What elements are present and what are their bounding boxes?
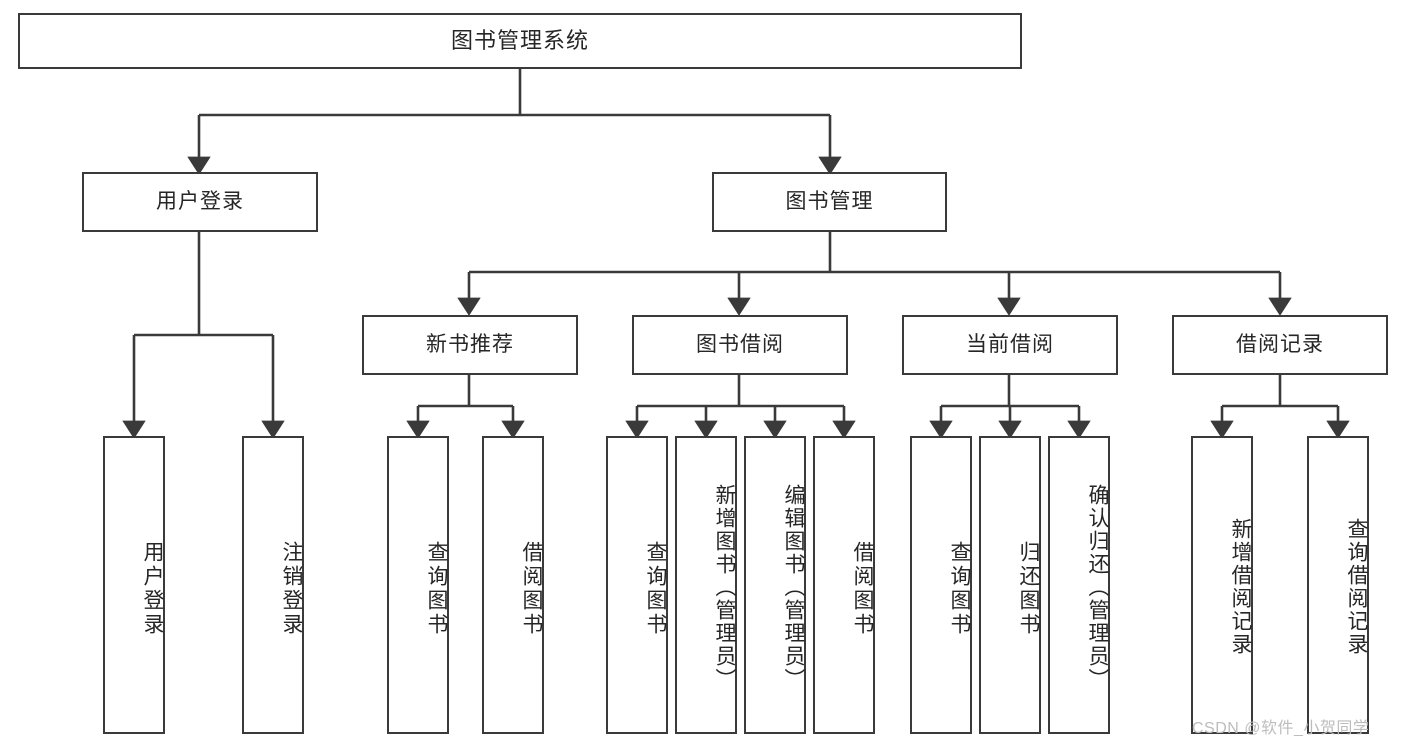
node-label: 用户登录 xyxy=(141,541,164,637)
leaf-borrow-books[interactable]: 借阅图书 xyxy=(813,436,875,734)
node-label: 借阅图书 xyxy=(851,541,874,637)
node-label: 新增图书（管理员） xyxy=(713,483,736,691)
leaf-edit-book-admin[interactable]: 编辑图书（管理员） xyxy=(744,436,806,734)
node-borrowing-records[interactable]: 借阅记录 xyxy=(1172,315,1388,375)
node-label: 图书管理系统 xyxy=(450,27,589,53)
node-label: 编辑图书（管理员） xyxy=(782,483,805,691)
node-new-book-recommendation[interactable]: 新书推荐 xyxy=(362,315,578,375)
node-label: 新书推荐 xyxy=(426,333,514,357)
node-user-login[interactable]: 用户登录 xyxy=(82,172,318,232)
node-label: 借阅记录 xyxy=(1236,333,1324,357)
csdn-watermark: CSDN @软件_小贺同学 xyxy=(1192,720,1370,737)
node-label: 查询借阅记录 xyxy=(1345,518,1368,656)
node-label: 确认归还（管理员） xyxy=(1086,483,1109,691)
node-label: 新增借阅记录 xyxy=(1229,518,1252,656)
leaf-borrow-books-new[interactable]: 借阅图书 xyxy=(482,436,544,734)
leaf-query-books-current[interactable]: 查询图书 xyxy=(910,436,972,734)
node-root-book-management-system[interactable]: 图书管理系统 xyxy=(18,13,1022,69)
node-label: 图书管理 xyxy=(785,190,874,214)
node-label: 借阅图书 xyxy=(520,541,543,637)
leaf-add-book-admin[interactable]: 新增图书（管理员） xyxy=(675,436,737,734)
node-book-borrowing[interactable]: 图书借阅 xyxy=(632,315,848,375)
leaf-query-books-borrow[interactable]: 查询图书 xyxy=(606,436,668,734)
leaf-query-books-new[interactable]: 查询图书 xyxy=(387,436,449,734)
leaf-logout[interactable]: 注销登录 xyxy=(242,436,304,734)
node-label: 注销登录 xyxy=(280,541,303,637)
node-label: 查询图书 xyxy=(425,541,448,637)
leaf-confirm-return-admin[interactable]: 确认归还（管理员） xyxy=(1048,436,1110,734)
node-current-borrowing[interactable]: 当前借阅 xyxy=(902,315,1118,375)
node-label: 图书借阅 xyxy=(696,333,784,357)
node-label: 查询图书 xyxy=(644,541,667,637)
node-label: 归还图书 xyxy=(1017,541,1040,637)
leaf-return-books[interactable]: 归还图书 xyxy=(979,436,1041,734)
node-label: 查询图书 xyxy=(948,541,971,637)
node-label: 用户登录 xyxy=(156,190,244,214)
node-book-management[interactable]: 图书管理 xyxy=(712,172,947,232)
leaf-query-borrow-record[interactable]: 查询借阅记录 xyxy=(1307,436,1369,734)
node-label: 当前借阅 xyxy=(966,333,1054,357)
leaf-add-borrow-record[interactable]: 新增借阅记录 xyxy=(1191,436,1253,734)
leaf-user-login[interactable]: 用户登录 xyxy=(103,436,165,734)
